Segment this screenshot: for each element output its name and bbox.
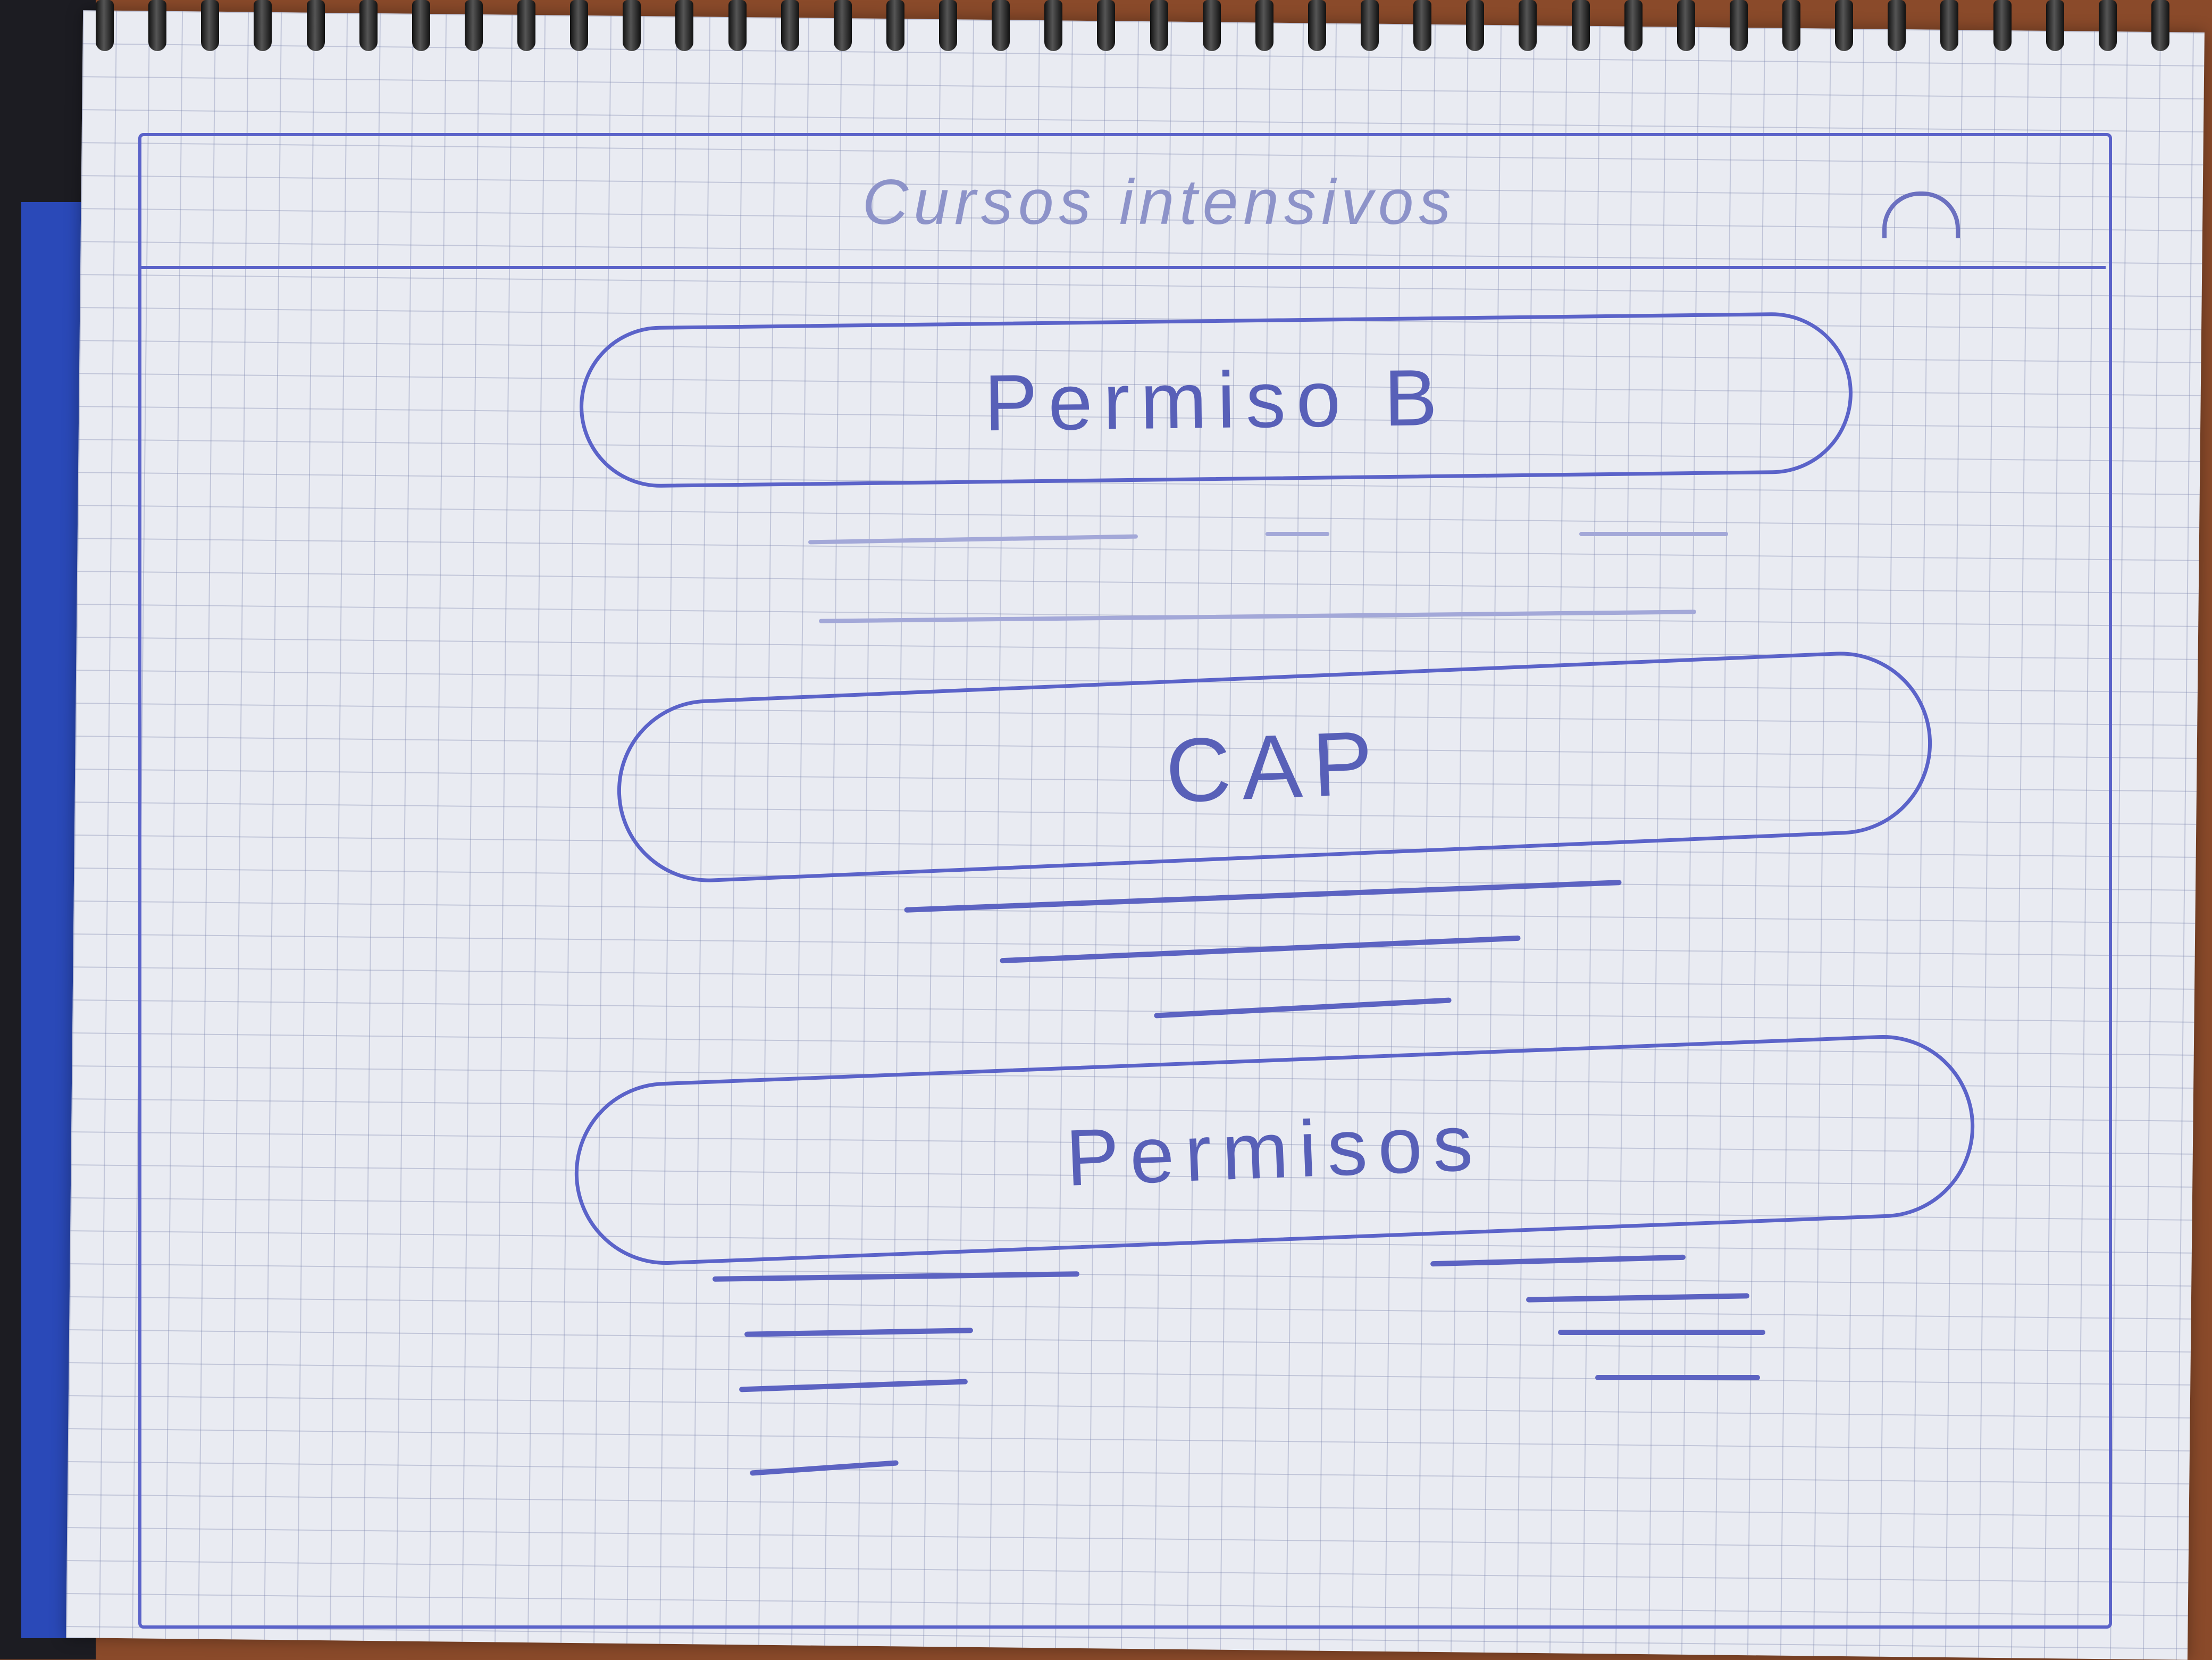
spiral-ring	[1308, 0, 1326, 51]
spiral-ring	[1150, 0, 1168, 51]
spiral-ring	[1677, 0, 1695, 51]
spiral-ring	[2046, 0, 2064, 51]
spiral-ring	[1571, 0, 1590, 51]
spiral-ring	[412, 0, 430, 51]
spiral-ring	[570, 0, 589, 51]
spiral-ring	[2098, 0, 2117, 51]
page-title: Cursos intensivos	[862, 166, 1456, 238]
placeholder-text-line	[1595, 1375, 1760, 1380]
spiral-ring	[623, 0, 641, 51]
spiral-ring	[1835, 0, 1854, 51]
spiral-ring	[939, 0, 957, 51]
spiral-ring	[1624, 0, 1643, 51]
app-header	[138, 133, 2106, 269]
spiral-ring	[1782, 0, 1800, 51]
spiral-ring	[148, 0, 167, 51]
spiral-ring	[992, 0, 1010, 51]
spiral-ring	[517, 0, 535, 51]
spiral-ring	[201, 0, 220, 51]
spiral-ring	[2151, 0, 2169, 51]
spiral-ring	[1888, 0, 1906, 51]
spiral-ring	[1466, 0, 1485, 51]
spiral-ring	[1940, 0, 1959, 51]
placeholder-text-line	[1558, 1330, 1765, 1335]
spiral-ring	[96, 0, 114, 51]
placeholder-text-line	[1579, 532, 1728, 536]
spiral-ring	[1255, 0, 1273, 51]
spiral-ring	[781, 0, 799, 51]
spiral-ring	[1044, 0, 1063, 51]
spiral-ring	[1729, 0, 1748, 51]
placeholder-text-line	[1266, 532, 1329, 536]
spiral-ring	[306, 0, 325, 51]
spiral-ring	[1361, 0, 1379, 51]
spiral-binding	[96, 0, 2169, 59]
spiral-ring	[1202, 0, 1221, 51]
spiral-ring	[833, 0, 852, 51]
spiral-ring	[464, 0, 483, 51]
spiral-ring	[1097, 0, 1116, 51]
spiral-ring	[675, 0, 694, 51]
spiral-ring	[359, 0, 378, 51]
course-button-permiso-b[interactable]: Permiso B	[579, 311, 1854, 489]
spiral-ring	[1413, 0, 1432, 51]
spiral-ring	[1993, 0, 2012, 51]
spiral-ring	[728, 0, 747, 51]
spiral-ring	[1519, 0, 1537, 51]
spiral-ring	[254, 0, 272, 51]
spiral-ring	[886, 0, 904, 51]
app-frame	[138, 133, 2112, 1629]
